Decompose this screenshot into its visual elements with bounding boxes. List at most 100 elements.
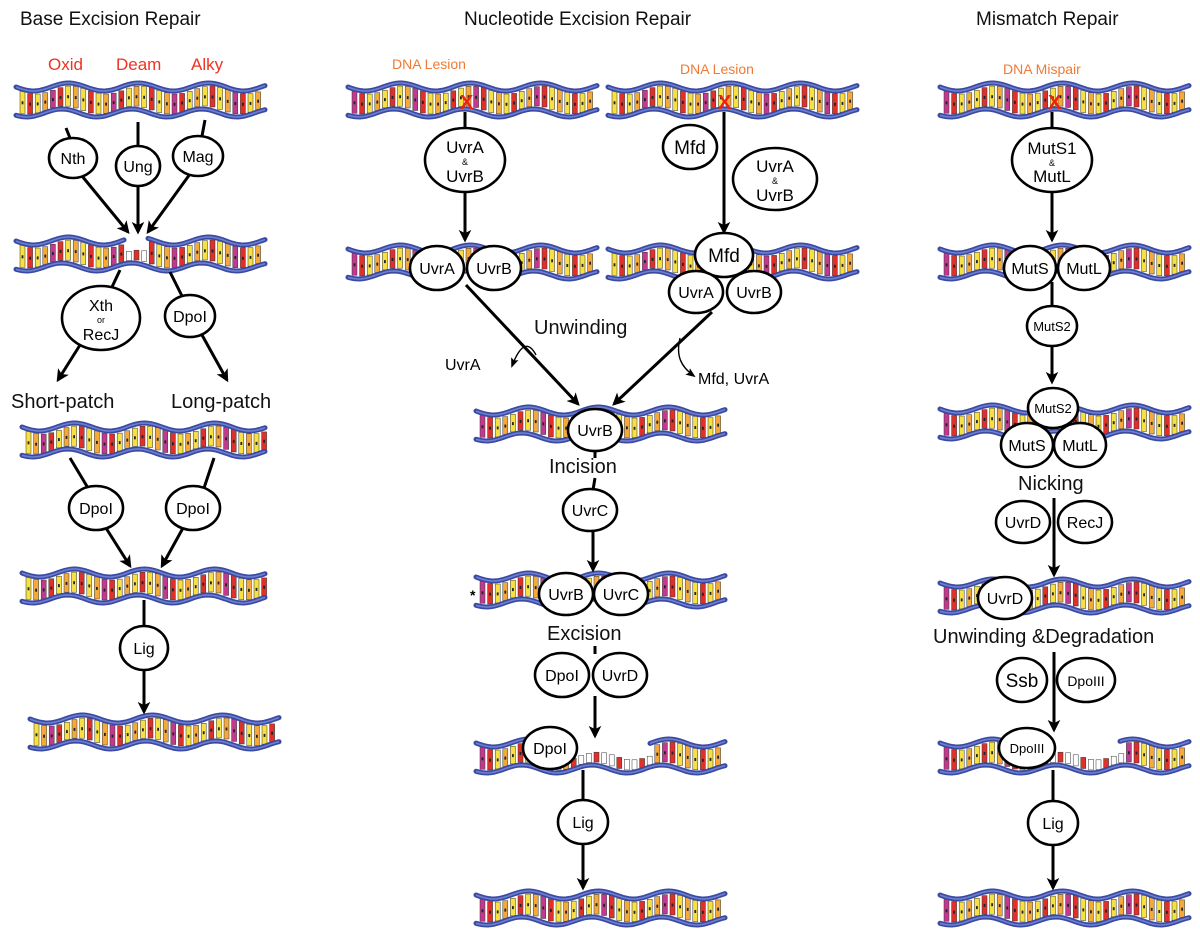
ner-column: DNA Lesion DNA Lesion X X UvrA & UvrB Mf… xyxy=(392,56,819,846)
dna-strand-mmr-5 xyxy=(937,736,1192,776)
ner-lesion-label-right: DNA Lesion xyxy=(680,61,754,77)
svg-text:&: & xyxy=(1049,158,1055,168)
arrow-ber-to-dpoi xyxy=(168,271,184,297)
svg-text:UvrC: UvrC xyxy=(572,503,608,520)
bound-muts-2: MutS xyxy=(999,421,1055,469)
svg-text:DpoI: DpoI xyxy=(173,309,207,326)
dna-strand-ner-8 xyxy=(473,888,728,928)
arrow-ner-right-inc xyxy=(612,310,714,406)
bound-uvra: UvrA xyxy=(408,244,466,292)
svg-text:MutL: MutL xyxy=(1033,167,1071,186)
enzyme-uvra-uvrb: UvrA & UvrB xyxy=(423,126,507,194)
arrow-ner-uvra-uvrb-inc xyxy=(464,283,580,406)
mmr-title: Mismatch Repair xyxy=(976,9,1119,30)
enzyme-lig-ner: Lig xyxy=(556,798,610,846)
svg-text:UvrB: UvrB xyxy=(756,186,794,205)
arrow-ber-dpol-l-down xyxy=(104,527,132,569)
ner-lesion-mark-left: X xyxy=(460,92,474,114)
svg-text:RecJ: RecJ xyxy=(1067,515,1103,532)
uvrb-on-dna: UvrB xyxy=(566,407,624,453)
svg-text:UvrB: UvrB xyxy=(446,167,484,186)
cut-mark: * xyxy=(470,587,476,603)
dna-strand-ber-4 xyxy=(19,566,268,606)
damage-alky: Alky xyxy=(191,55,224,74)
arrow-ber-strand3-dpol-l xyxy=(68,457,90,489)
arrow-ber-dpol-r-down xyxy=(160,527,185,569)
svg-text:Lig: Lig xyxy=(133,641,154,658)
pathway-arrows xyxy=(56,112,1061,891)
bound-mfd: Mfd xyxy=(693,231,755,279)
svg-text:DpoI: DpoI xyxy=(533,741,567,758)
dna-strand-ber-3 xyxy=(19,420,268,460)
bound-uvrb-2: UvrB xyxy=(725,269,783,315)
svg-text:DpoI: DpoI xyxy=(545,668,579,685)
svg-text:UvrA: UvrA xyxy=(446,138,484,157)
svg-text:Xth: Xth xyxy=(89,298,113,315)
enzyme-lig-ber: Lig xyxy=(118,624,170,672)
enzyme-mag: Mag xyxy=(171,134,225,178)
svg-text:Ung: Ung xyxy=(123,159,152,176)
dna-strand-ber-2 xyxy=(13,234,268,274)
bound-uvra-2: UvrA xyxy=(667,269,725,315)
mmr-lesion-mark: X xyxy=(1048,92,1062,114)
excision-label: Excision xyxy=(547,623,621,645)
enzyme-dpoi-ner: DpoI xyxy=(533,651,591,699)
enzyme-ung: Ung xyxy=(114,144,162,188)
enzyme-recj-mmr: RecJ xyxy=(1056,499,1114,545)
svg-text:UvrC: UvrC xyxy=(603,587,639,604)
enzyme-dpoi-right: DpoI xyxy=(164,484,222,532)
svg-text:MutS: MutS xyxy=(1008,438,1045,455)
dna-strand-ner-1 xyxy=(345,80,600,120)
svg-text:Mfd: Mfd xyxy=(674,138,706,159)
arrow-ber-nth-down xyxy=(80,175,130,234)
dna-strand-mmr-1 xyxy=(937,80,1192,120)
svg-text:UvrB: UvrB xyxy=(577,423,613,440)
dpoiii-on-dna: DpoIII xyxy=(997,726,1057,770)
svg-text:DpoI: DpoI xyxy=(176,501,210,518)
svg-text:UvrA: UvrA xyxy=(678,285,714,302)
unwinding-degradation-label: Unwinding &Degradation xyxy=(933,626,1154,648)
dna-strand-ber-1 xyxy=(13,80,268,120)
enzyme-dpoi-left: DpoI xyxy=(67,484,125,532)
svg-text:UvrD: UvrD xyxy=(1005,515,1041,532)
svg-text:DpoIII: DpoIII xyxy=(1010,741,1045,756)
cut-uvrb: UvrB xyxy=(537,571,595,617)
cut-uvrc: UvrC xyxy=(592,571,650,617)
ner-title: Nucleotide Excision Repair xyxy=(464,9,692,30)
unwinding-label: Unwinding xyxy=(534,317,627,339)
arrow-ner-release-uvra xyxy=(511,345,537,368)
arrow-ber-mag-down xyxy=(146,173,192,235)
enzyme-ssb: Ssb xyxy=(995,656,1049,704)
arrow-ner-release-mfd xyxy=(677,337,696,378)
release-uvra-label: UvrA xyxy=(445,357,481,374)
arrow-ber-strand3-dpol-r xyxy=(202,457,216,489)
svg-text:or: or xyxy=(97,315,105,325)
long-patch-label: Long-patch xyxy=(171,391,271,413)
svg-text:UvrD: UvrD xyxy=(602,668,638,685)
damage-deam: Deam xyxy=(116,55,161,74)
enzyme-uvrc: UvrC xyxy=(561,487,619,533)
svg-text:&: & xyxy=(772,176,778,186)
enzyme-xth-recj: Xth or RecJ xyxy=(60,284,142,352)
mmr-lesion-label: DNA Mispair xyxy=(1003,61,1081,77)
svg-text:Nth: Nth xyxy=(61,151,86,168)
svg-text:Ssb: Ssb xyxy=(1006,671,1039,692)
svg-text:&: & xyxy=(462,157,468,167)
release-mfd-uvra-label: Mfd, UvrA xyxy=(698,371,769,388)
svg-text:MutS: MutS xyxy=(1011,261,1048,278)
svg-text:UvrB: UvrB xyxy=(736,285,772,302)
enzyme-nth: Nth xyxy=(47,136,99,180)
svg-text:RecJ: RecJ xyxy=(83,327,119,344)
bound-muts: MutS xyxy=(1002,244,1058,292)
arrow-ber-lesion-nth xyxy=(64,127,72,139)
enzyme-uvra-uvrb-2: UvrA & UvrB xyxy=(731,146,819,212)
svg-text:UvrA: UvrA xyxy=(756,157,794,176)
svg-text:MutS2: MutS2 xyxy=(1034,401,1072,416)
enzyme-uvrd-ner: UvrD xyxy=(591,651,649,699)
uvrd-on-dna: UvrD xyxy=(976,575,1034,621)
enzyme-muts1-mutl: MutS1 & MutL xyxy=(1010,126,1094,194)
nicking-label: Nicking xyxy=(1018,473,1084,495)
svg-text:UvrD: UvrD xyxy=(987,591,1023,608)
ner-lesion-mark-right: X xyxy=(718,92,732,114)
